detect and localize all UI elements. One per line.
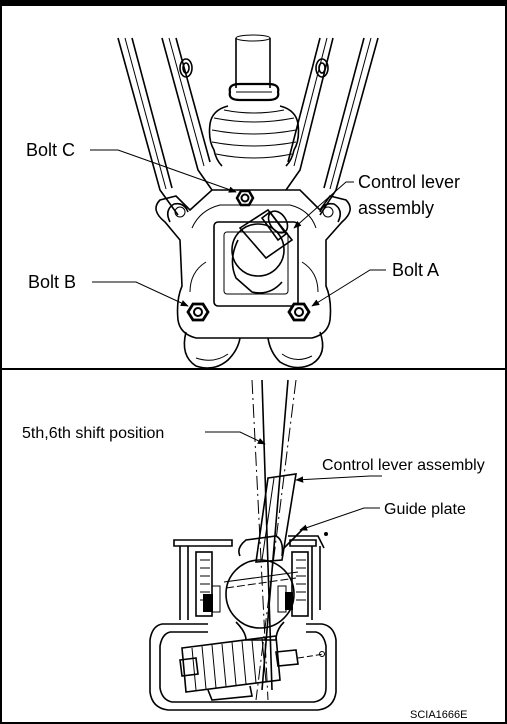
control-lever-label-line1: Control lever bbox=[358, 172, 460, 192]
bottom-illustration: 5th,6th shift position Control lever ass… bbox=[22, 379, 485, 721]
shift-position-label: 5th,6th shift position bbox=[22, 425, 164, 442]
bolt-a-leader bbox=[311, 269, 386, 307]
control-lever-assembly-leader bbox=[295, 475, 382, 483]
control-lever-leader bbox=[293, 181, 354, 229]
bolt-b-leader bbox=[92, 281, 189, 307]
control-lever-assembly-label: Control lever assembly bbox=[322, 457, 485, 474]
bolt-c-label: Bolt C bbox=[26, 140, 75, 160]
guide-plate-leader bbox=[299, 507, 380, 531]
bolt-b-label: Bolt B bbox=[28, 272, 76, 292]
bolt-a-label: Bolt A bbox=[392, 260, 439, 280]
figure-code: SCIA1666E bbox=[410, 709, 467, 721]
guide-plate-label: Guide plate bbox=[384, 501, 466, 518]
bolt-c-hex bbox=[235, 189, 255, 207]
bolt-b-hex bbox=[186, 302, 210, 322]
control-lever-label-line2: assembly bbox=[358, 198, 434, 218]
shift-position-leader bbox=[205, 431, 266, 445]
bolt-c-leader bbox=[90, 149, 237, 193]
top-illustration: Bolt C Control lever assembly Bolt B Bol… bbox=[26, 34, 460, 369]
bolt-a-hex bbox=[287, 302, 311, 322]
